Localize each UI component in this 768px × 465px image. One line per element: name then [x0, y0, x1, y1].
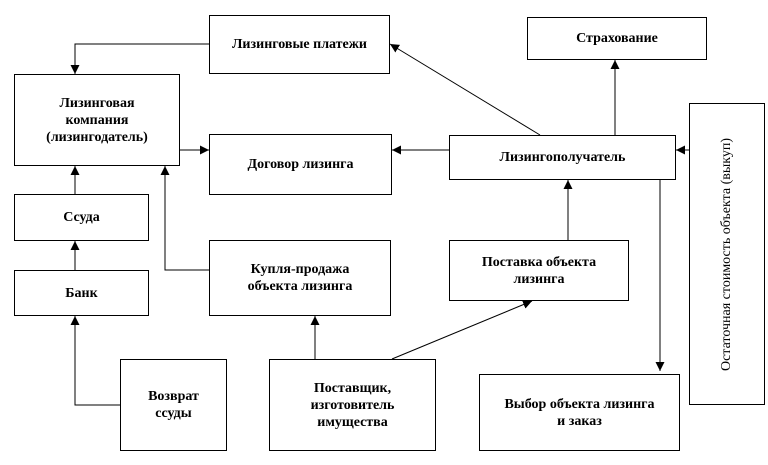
label-leasing-contract: Договор лизинга — [247, 157, 354, 172]
label-leasing-company: Лизинговая компания (лизингодатель) — [46, 95, 148, 145]
box-leasing-company: Лизинговая компания (лизингодатель) — [14, 74, 180, 166]
label-bank: Банк — [65, 285, 98, 301]
box-bank: Банк — [14, 270, 149, 316]
box-leasing-contract: Договор лизинга — [209, 134, 392, 195]
box-loan: Ссуда — [14, 194, 149, 241]
label-leasing-payments: Лизинговые платежи — [232, 37, 367, 52]
label-residual-value: Остаточная стоимость объекта (выкуп) — [719, 137, 735, 371]
label-selection-order: Выбор объекта лизинга и заказ — [504, 396, 655, 429]
box-residual-value: Остаточная стоимость объекта (выкуп) — [689, 103, 765, 405]
box-supplier: Поставщик, изготовитель имущества — [269, 359, 436, 451]
arrow-payments-to-company — [70, 43, 209, 74]
label-lessee: Лизингополучатель — [499, 150, 626, 165]
box-insurance: Страхование — [527, 17, 707, 60]
label-insurance: Страхование — [576, 31, 658, 46]
label-supplier: Поставщик, изготовитель имущества — [310, 380, 395, 430]
box-purchase-sale: Купля-продажа объекта лизинга — [209, 240, 391, 316]
box-leasing-payments: Лизинговые платежи — [209, 15, 390, 74]
label-delivery: Поставка объекта лизинга — [481, 254, 597, 287]
box-selection-order: Выбор объекта лизинга и заказ — [479, 374, 680, 451]
box-delivery: Поставка объекта лизинга — [449, 240, 629, 301]
box-loan-return: Возврат ссуды — [120, 359, 227, 451]
label-loan: Ссуда — [63, 210, 100, 225]
arrow-purchase-to-company — [160, 166, 209, 271]
arrow-supplier-to-delivery — [391, 300, 533, 360]
label-purchase-sale: Купля-продажа объекта лизинга — [247, 262, 353, 294]
box-lessee: Лизингополучатель — [449, 135, 676, 180]
arrow-lessee-to-payments — [389, 43, 541, 136]
label-loan-return: Возврат ссуды — [148, 389, 199, 421]
arrow-return-to-bank — [70, 316, 120, 406]
